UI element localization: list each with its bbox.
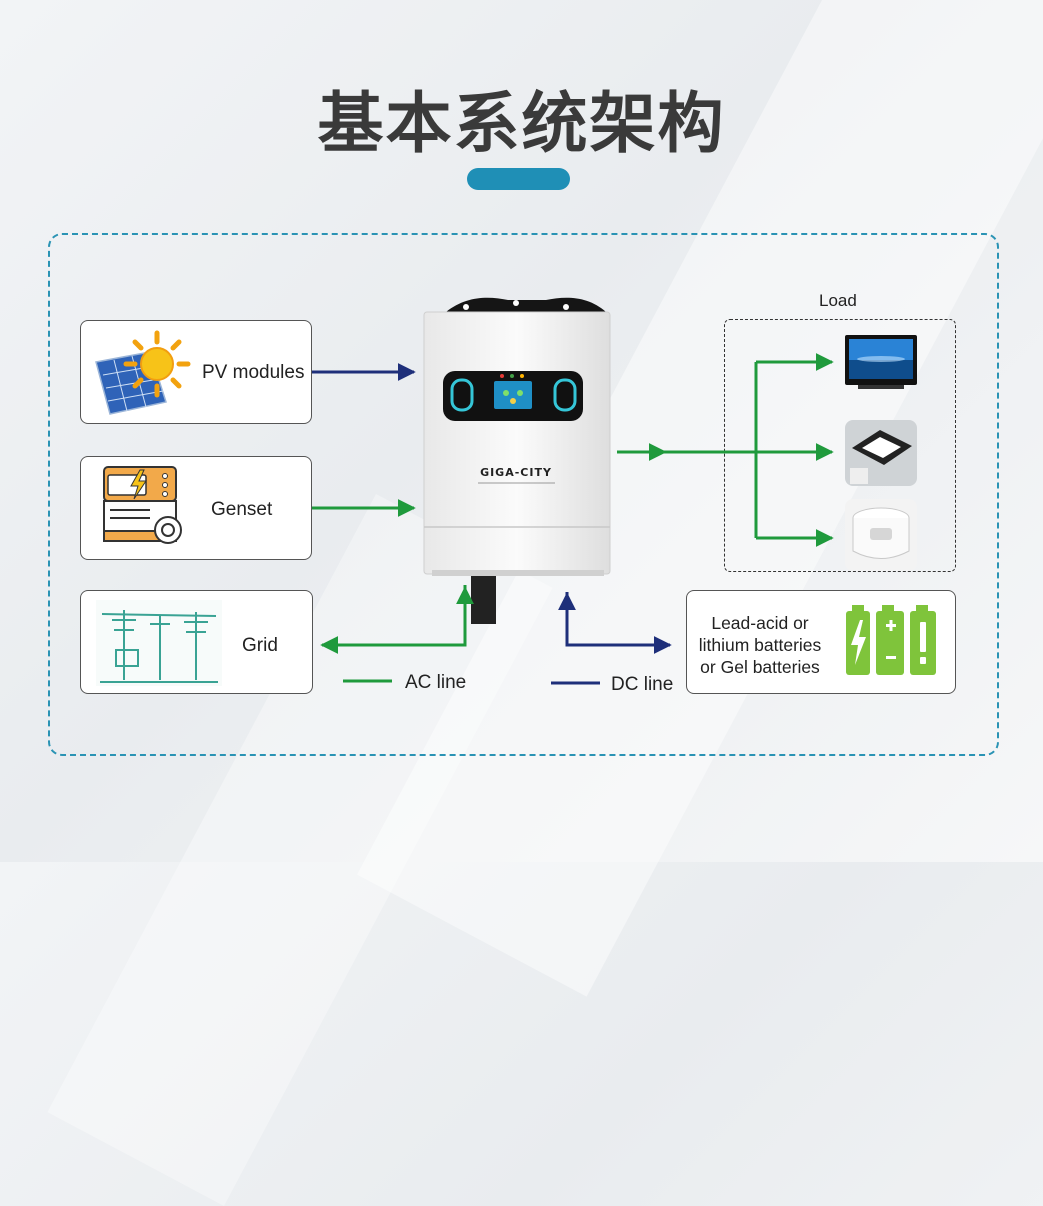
legend-ac-label: AC line [405, 672, 466, 693]
diagram-frame [48, 233, 999, 756]
pv-modules-label: PV modules [202, 362, 304, 383]
genset-label: Genset [211, 499, 273, 520]
battery-charging-icon [846, 605, 870, 675]
rice-cooker-icon [845, 499, 917, 571]
battery-icons [846, 605, 936, 675]
battery-dc-line [565, 592, 672, 654]
generator-icon [103, 466, 182, 544]
batteries-label-line1: Lead-acid or [711, 613, 809, 633]
tv-icon [845, 335, 917, 389]
load-box [724, 319, 956, 572]
batteries-label-line3: or Gel batteries [700, 657, 820, 677]
genset-box [80, 456, 312, 560]
sun-icon [123, 330, 191, 398]
power-grid-icon [96, 600, 222, 686]
inverter-brand: GIGA-CITY [480, 466, 552, 479]
page-title: 基本系统架构 [317, 85, 726, 162]
battery-alert-icon [910, 605, 936, 675]
grid-ac-line [320, 585, 467, 654]
grid-label: Grid [242, 635, 278, 656]
batteries-label: Lead-acid or lithium batteries or Gel ba… [690, 612, 830, 678]
diagram-graphics: PV modules Genset Grid [95, 291, 936, 695]
ceiling-light-icon [845, 420, 917, 486]
title-underline [467, 168, 570, 190]
inverter-unit: GIGA-CITY [423, 297, 611, 624]
load-title: Load [819, 291, 857, 310]
battery-plus-minus-icon [876, 605, 904, 675]
batteries-label-line2: lithium batteries [698, 635, 822, 655]
legend-dc-label: DC line [611, 674, 673, 695]
